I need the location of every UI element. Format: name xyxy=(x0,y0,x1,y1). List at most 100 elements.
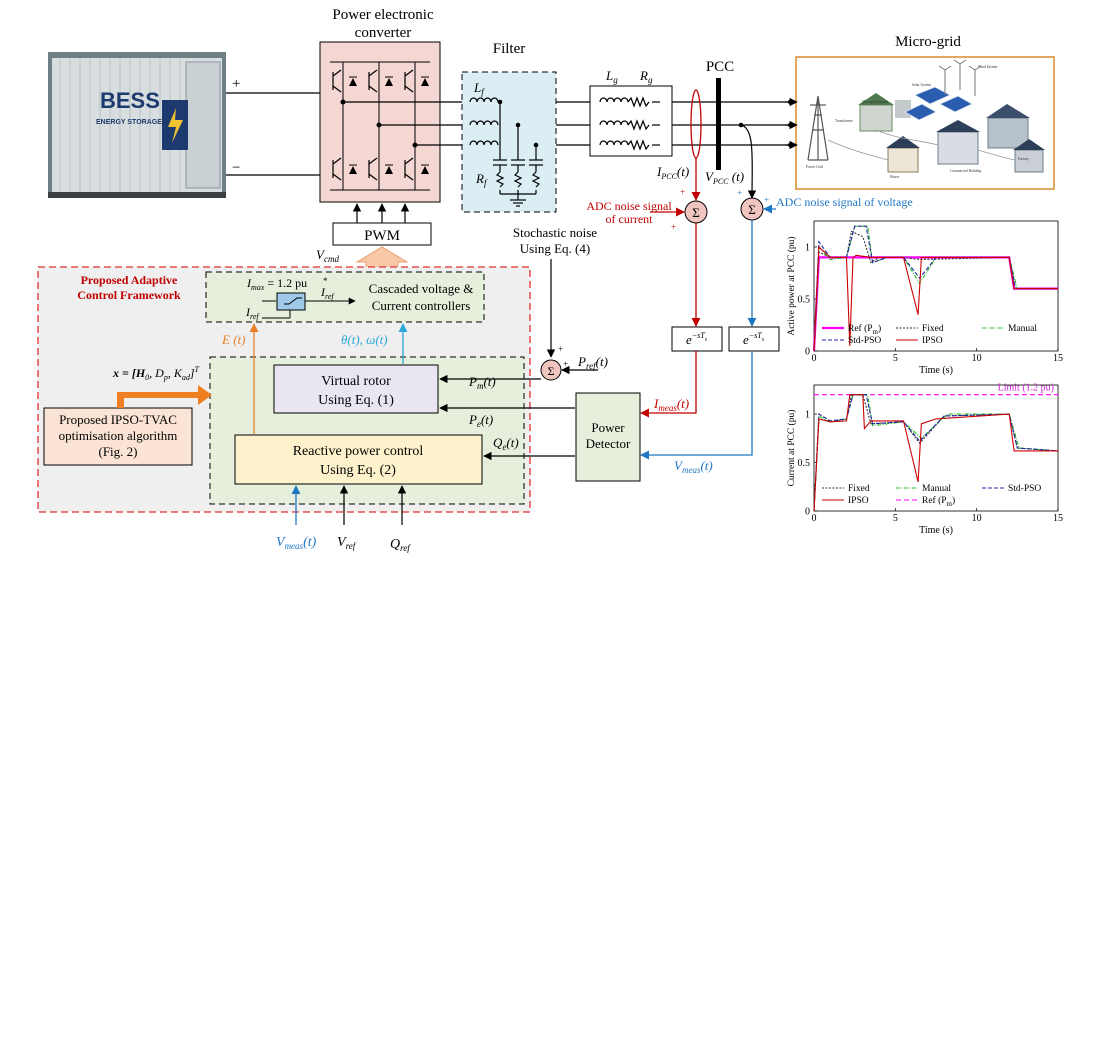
svg-text:(Fig. 2): (Fig. 2) xyxy=(99,444,138,459)
y-axis-label: Current at PCC (pu) xyxy=(786,410,797,487)
svg-text:Cascaded voltage &: Cascaded voltage & xyxy=(369,281,474,296)
x-tick-label: 0 xyxy=(812,513,817,524)
bess-container-image: BESS ENERGY STORAGE xyxy=(48,52,226,198)
sum-plus-sign: + xyxy=(680,187,685,197)
power-detector-block: Power Detector xyxy=(575,392,641,482)
legend-label: Fixed xyxy=(922,324,944,334)
legend-label: Std-PSO xyxy=(1008,484,1041,494)
legend-label: Manual xyxy=(1008,324,1037,334)
legend-label: Manual xyxy=(922,484,951,494)
svg-text:e−sTs: e−sTs xyxy=(686,331,708,347)
legend-close: ) xyxy=(952,495,955,506)
svg-text:PWM: PWM xyxy=(364,228,400,244)
x-tick-label: 15 xyxy=(1053,513,1063,524)
sum-plus-sign: + xyxy=(671,222,676,232)
pe-label: Pe(t) xyxy=(468,412,493,429)
dc-plus-label: + xyxy=(232,76,240,92)
legend-label: IPSO xyxy=(848,496,869,506)
mg-label-factory: Factory xyxy=(1018,157,1029,161)
pm-label: Pm(t) xyxy=(468,374,496,391)
y-tick-label: 0.5 xyxy=(798,295,811,306)
x-tick-label: 5 xyxy=(893,353,898,364)
x-tick-label: 10 xyxy=(972,513,982,524)
legend-label: Std-PSO xyxy=(848,336,881,346)
svg-text:optimisation algorithm: optimisation algorithm xyxy=(59,428,178,443)
bess-sublabel: ENERGY STORAGE xyxy=(96,119,162,126)
stochastic-label-1: Stochastic noise xyxy=(513,225,597,240)
bess-label: BESS xyxy=(100,88,160,113)
svg-text:e−sTs: e−sTs xyxy=(743,331,765,347)
delay-block-current: e−sTs xyxy=(671,326,723,352)
lc-filter: Lf Rf xyxy=(461,71,557,213)
inverter-bridge xyxy=(319,41,441,203)
delay-block-voltage: e−sTs xyxy=(728,326,780,352)
svg-text:Reactive power control: Reactive power control xyxy=(293,444,424,459)
x-tick-label: 0 xyxy=(812,353,817,364)
svg-text:Current controllers: Current controllers xyxy=(372,298,471,313)
x-axis-label: Time (s) xyxy=(919,525,953,536)
legend-label: IPSO xyxy=(922,336,943,346)
qref-label: Qref xyxy=(390,537,411,553)
legend-sub: m xyxy=(947,500,953,508)
svg-text:Detector: Detector xyxy=(586,436,631,451)
svg-text:Proposed IPSO-TVAC: Proposed IPSO-TVAC xyxy=(59,412,177,427)
sum-plus-sign: + xyxy=(764,195,769,205)
sum-junction-pref: Σ xyxy=(540,359,562,381)
x-tick-label: 10 xyxy=(972,353,982,364)
vmeas-label-bottom: Vmeas(t) xyxy=(276,535,317,551)
plot-area xyxy=(813,220,1059,352)
ipcc-label: IPCC(t) xyxy=(656,164,689,181)
pcc-bus xyxy=(716,78,721,170)
theta-omega-label: θ(t), ω(t) xyxy=(341,332,388,347)
series-line-ipso xyxy=(813,245,1058,352)
svg-text:Σ: Σ xyxy=(748,202,756,217)
vmeas-label-right: Vmeas(t) xyxy=(674,458,713,475)
vpcc-label: VPCC (t) xyxy=(705,169,744,186)
filter-title: Filter xyxy=(493,41,526,57)
imeas-label: Imeas(t) xyxy=(653,396,689,413)
converter-title-2: converter xyxy=(355,25,412,41)
mg-label-transformer: Transformer xyxy=(835,119,854,123)
svg-text:Using Eq. (2): Using Eq. (2) xyxy=(320,463,396,478)
framework-title-2: Control Framework xyxy=(77,288,181,302)
dc-minus-label: − xyxy=(232,160,240,176)
parameter-vector-arrow xyxy=(117,385,212,408)
mg-label-house: House xyxy=(890,175,900,179)
parameter-vector-label: x = [H0, Dp, Kad]T xyxy=(112,365,200,382)
ipso-tvac-block: Proposed IPSO-TVAC optimisation algorith… xyxy=(43,407,193,466)
sum-junction-voltage: Σ xyxy=(740,197,764,221)
mg-label-microgrid-system: Microgrid System xyxy=(862,100,888,104)
sum-plus-sign: + xyxy=(737,188,742,198)
legend-sub: m xyxy=(873,328,879,336)
x-axis-label: Time (s) xyxy=(919,365,953,376)
svg-text:Iref: Iref xyxy=(320,285,335,301)
svg-text:Σ: Σ xyxy=(548,364,555,378)
adc-current-label-2: of current xyxy=(606,212,654,226)
sum-plus-sign: + xyxy=(558,344,563,354)
reactive-power-block: Reactive power control Using Eq. (2) xyxy=(234,434,483,485)
sum-plus-sign: + xyxy=(563,359,568,369)
legend-label: Fixed xyxy=(848,484,870,494)
lg-label: Lg xyxy=(605,68,618,85)
pwm-block: PWM xyxy=(332,222,432,246)
lf-label: Lf xyxy=(473,80,485,97)
limit-annotation: Limit (1.2 pu) xyxy=(998,383,1054,394)
cascaded-controllers-block: Cascaded voltage & Current controllers I… xyxy=(205,271,485,323)
svg-text:Iref: Iref xyxy=(245,305,260,321)
rf-label: Rf xyxy=(475,171,488,188)
pref-label: Pref(t) xyxy=(577,354,608,371)
y-tick-label: 0 xyxy=(805,507,810,518)
series-line-manual xyxy=(813,225,1058,352)
adc-voltage-label: ADC noise signal of voltage xyxy=(776,195,913,209)
svg-text:Virtual rotor: Virtual rotor xyxy=(321,374,391,389)
qe-label: Qe(t) xyxy=(493,435,519,452)
framework-title-1: Proposed Adaptive xyxy=(81,273,178,287)
adc-current-label-1: ADC noise signal xyxy=(586,199,672,213)
mg-label-power-grid: Power Grid xyxy=(806,165,823,169)
vcmd-label: Vcmd xyxy=(316,247,339,264)
e-t-label: E (t) xyxy=(221,332,245,347)
y-axis-label: Active power at PCC (pu) xyxy=(786,236,797,335)
